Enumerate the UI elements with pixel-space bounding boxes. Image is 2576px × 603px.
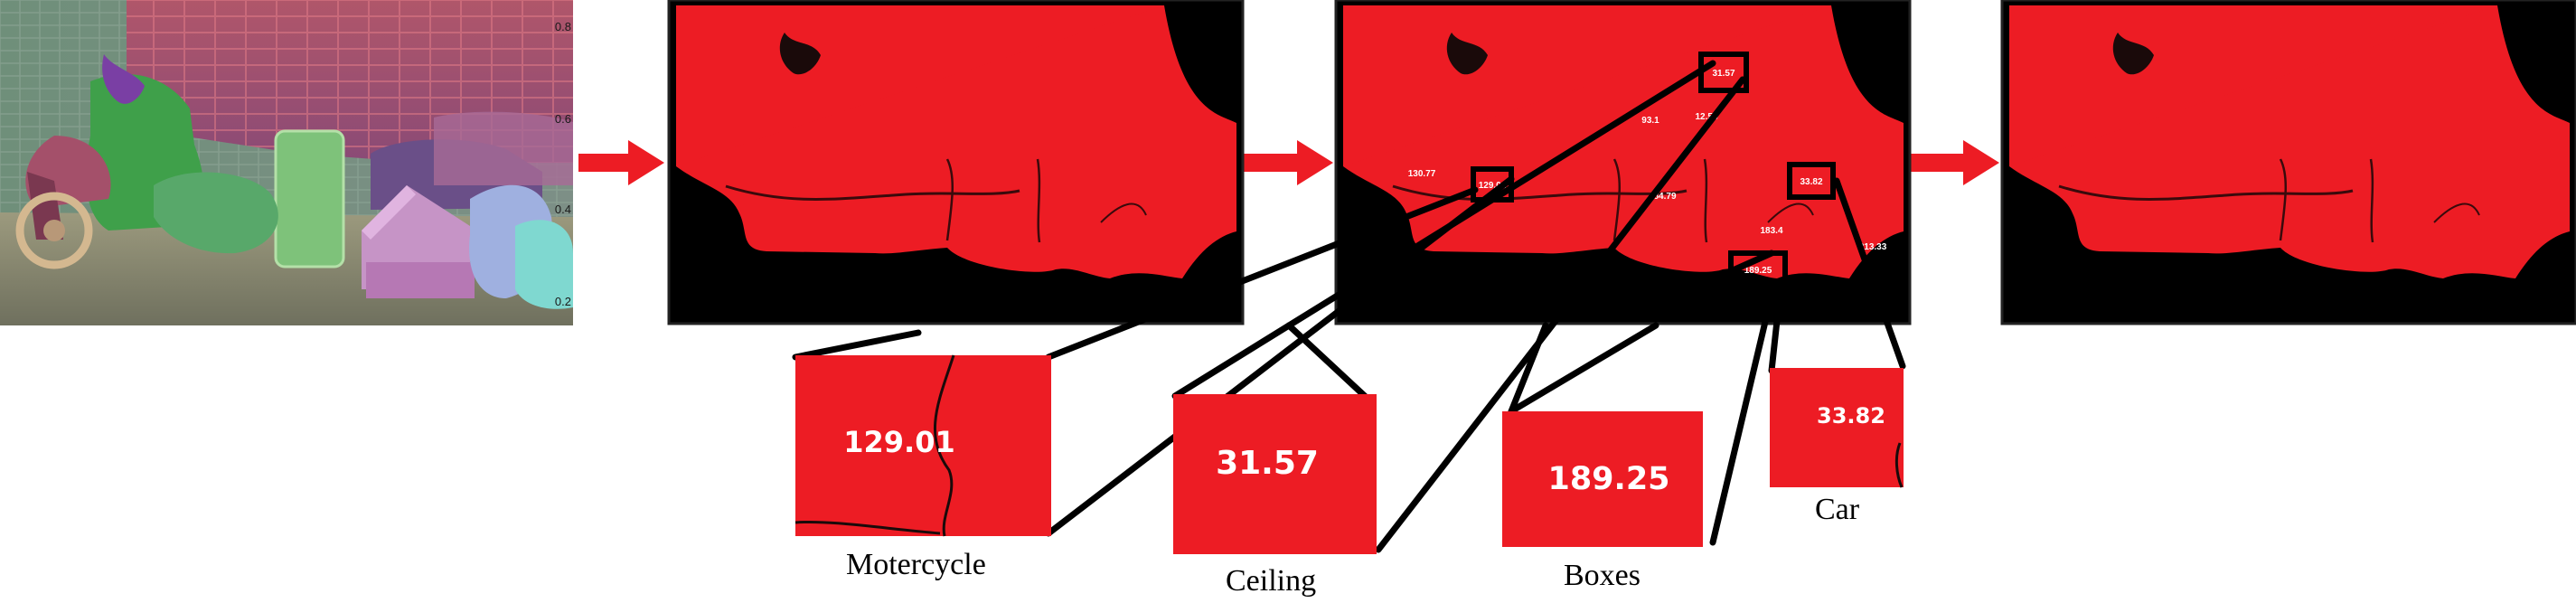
caption-motorcycle: Motercycle: [846, 548, 986, 581]
region-value: 130.77: [1408, 169, 1436, 179]
boxes-region: [362, 185, 475, 298]
mask-panel: [667, 0, 1245, 325]
region-value: 183.4: [1760, 226, 1782, 236]
bags-region: [469, 184, 573, 309]
highlight-box-car: [1787, 162, 1836, 200]
right-arrow-icon: [1909, 140, 1999, 185]
right-arrow-icon: [578, 140, 664, 185]
right-arrow-icon: [1243, 140, 1333, 185]
zoom-callout-ceiling: 31.57: [1173, 394, 1377, 554]
zoom-callout-motorcycle: 129.01: [794, 354, 1051, 537]
zoom-callout-car: 33.82: [1770, 368, 1904, 488]
input-image-panel: 0.8 0.6 0.4 0.2: [0, 0, 573, 325]
annotated-mask-panel: 31.57 12.58 93.1 130.77 129.01 84.79 33.…: [1334, 0, 1912, 325]
scale-tick: 0.2: [555, 295, 571, 308]
zoom-value: 33.82: [1817, 403, 1885, 429]
caption-boxes: Boxes: [1564, 559, 1641, 592]
region-value: 84.79: [1653, 192, 1676, 202]
caption-car: Car: [1815, 493, 1860, 526]
output-mask-panel: [2000, 0, 2576, 325]
region-value: 189.25: [1744, 266, 1772, 276]
pillar-region: [276, 131, 343, 267]
region-value: 33.82: [1800, 177, 1822, 187]
scale-tick: 0.4: [555, 203, 571, 216]
motorcycle-region: [15, 54, 278, 269]
zoom-value: 189.25: [1547, 461, 1669, 497]
region-value: 93.1: [1641, 116, 1659, 126]
region-value: 12.58: [1695, 112, 1717, 122]
zoom-callout-boxes: 189.25: [1502, 411, 1703, 547]
scale-tick: 0.8: [555, 20, 571, 33]
scale-tick: 0.6: [555, 112, 571, 126]
caption-ceiling: Ceiling: [1226, 564, 1317, 598]
region-value: 129.01: [1479, 181, 1507, 191]
zoom-value: 129.01: [843, 425, 954, 459]
region-value: 31.57: [1712, 69, 1735, 79]
region-value: 213.33: [1859, 242, 1887, 252]
scale-ticks: 0.8 0.6 0.4 0.2: [555, 20, 571, 308]
zoom-value: 31.57: [1216, 445, 1319, 482]
connector-lines: [792, 60, 1906, 553]
